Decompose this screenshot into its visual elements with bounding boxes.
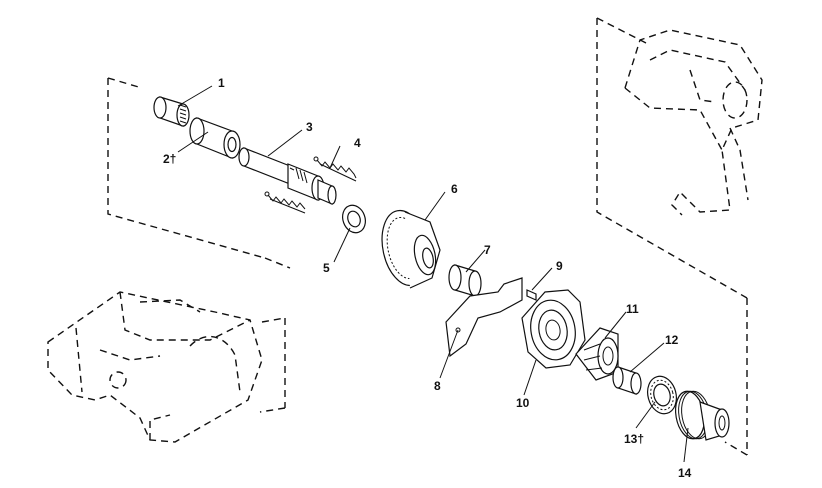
callout-14: 14 <box>678 466 692 480</box>
part-6-gear <box>381 209 441 289</box>
callout-5: 5 <box>323 261 330 275</box>
callout-4: 4 <box>354 136 361 150</box>
callout-13: 13† <box>624 432 644 446</box>
part-3-shaft <box>238 147 337 205</box>
callout-12: 12 <box>665 333 679 347</box>
callout-1: 1 <box>218 76 225 90</box>
callout-8: 8 <box>434 379 441 393</box>
callout-6: 6 <box>451 182 458 196</box>
callout-7: 7 <box>484 243 491 257</box>
callout-9: 9 <box>556 259 563 273</box>
callout-3: 3 <box>306 120 313 134</box>
part-11-hub <box>575 327 619 381</box>
part-4-springs <box>264 156 357 214</box>
part-7-collar <box>448 264 482 297</box>
part-14-pulley <box>674 390 730 441</box>
part-1-sleeve <box>153 96 190 127</box>
part-2-bushing <box>189 117 241 159</box>
housing-casting <box>47 291 286 443</box>
part-9-pin <box>526 289 537 301</box>
part-5-washer <box>342 204 366 234</box>
callout-10: 10 <box>516 396 530 410</box>
dashed-assembly-outline-left <box>107 77 291 269</box>
part-8-plate <box>445 277 523 358</box>
callout-11: 11 <box>626 302 639 316</box>
callouts: 1 2† 3 4 5 6 7 9 8 10 11 12 13† 14 <box>163 76 692 480</box>
leader-lines <box>177 85 689 463</box>
gear-cover <box>624 29 763 216</box>
part-10-carrier <box>521 289 586 369</box>
dashed-assembly-outline-right <box>596 17 748 456</box>
part-12-spacer <box>612 366 642 395</box>
callout-2: 2† <box>163 152 176 166</box>
part-13-bearing <box>647 375 677 415</box>
